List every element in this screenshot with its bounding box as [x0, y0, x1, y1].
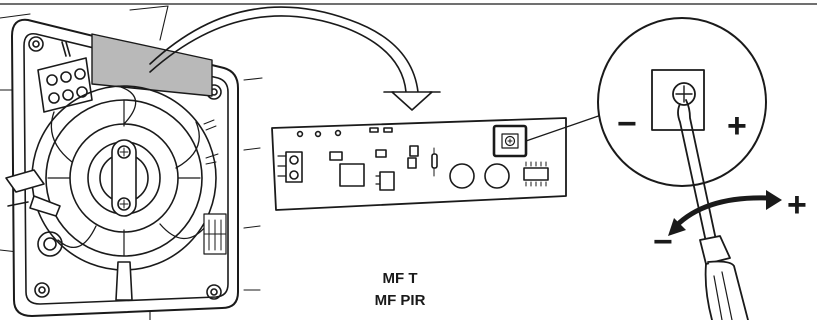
zoom-detail-icon — [597, 17, 767, 187]
zoom-connector-line — [525, 111, 611, 142]
model-label-line-1: MF T — [382, 270, 418, 287]
rating-label — [91, 33, 213, 97]
zoom-minus-sign: − — [617, 105, 637, 143]
fan-unit-icon — [0, 5, 263, 320]
rotation-arrow-icon — [668, 190, 782, 236]
rotate-plus-sign: + — [787, 186, 807, 224]
model-label-line-2: MF PIR — [374, 292, 426, 309]
potentiometer-icon — [492, 111, 611, 158]
circuit-board-icon — [271, 117, 567, 211]
curved-arrow-icon — [149, 6, 441, 111]
rotate-minus-sign: − — [653, 223, 673, 261]
screwdriver-icon — [677, 99, 749, 320]
zoom-plus-sign: + — [727, 107, 747, 145]
